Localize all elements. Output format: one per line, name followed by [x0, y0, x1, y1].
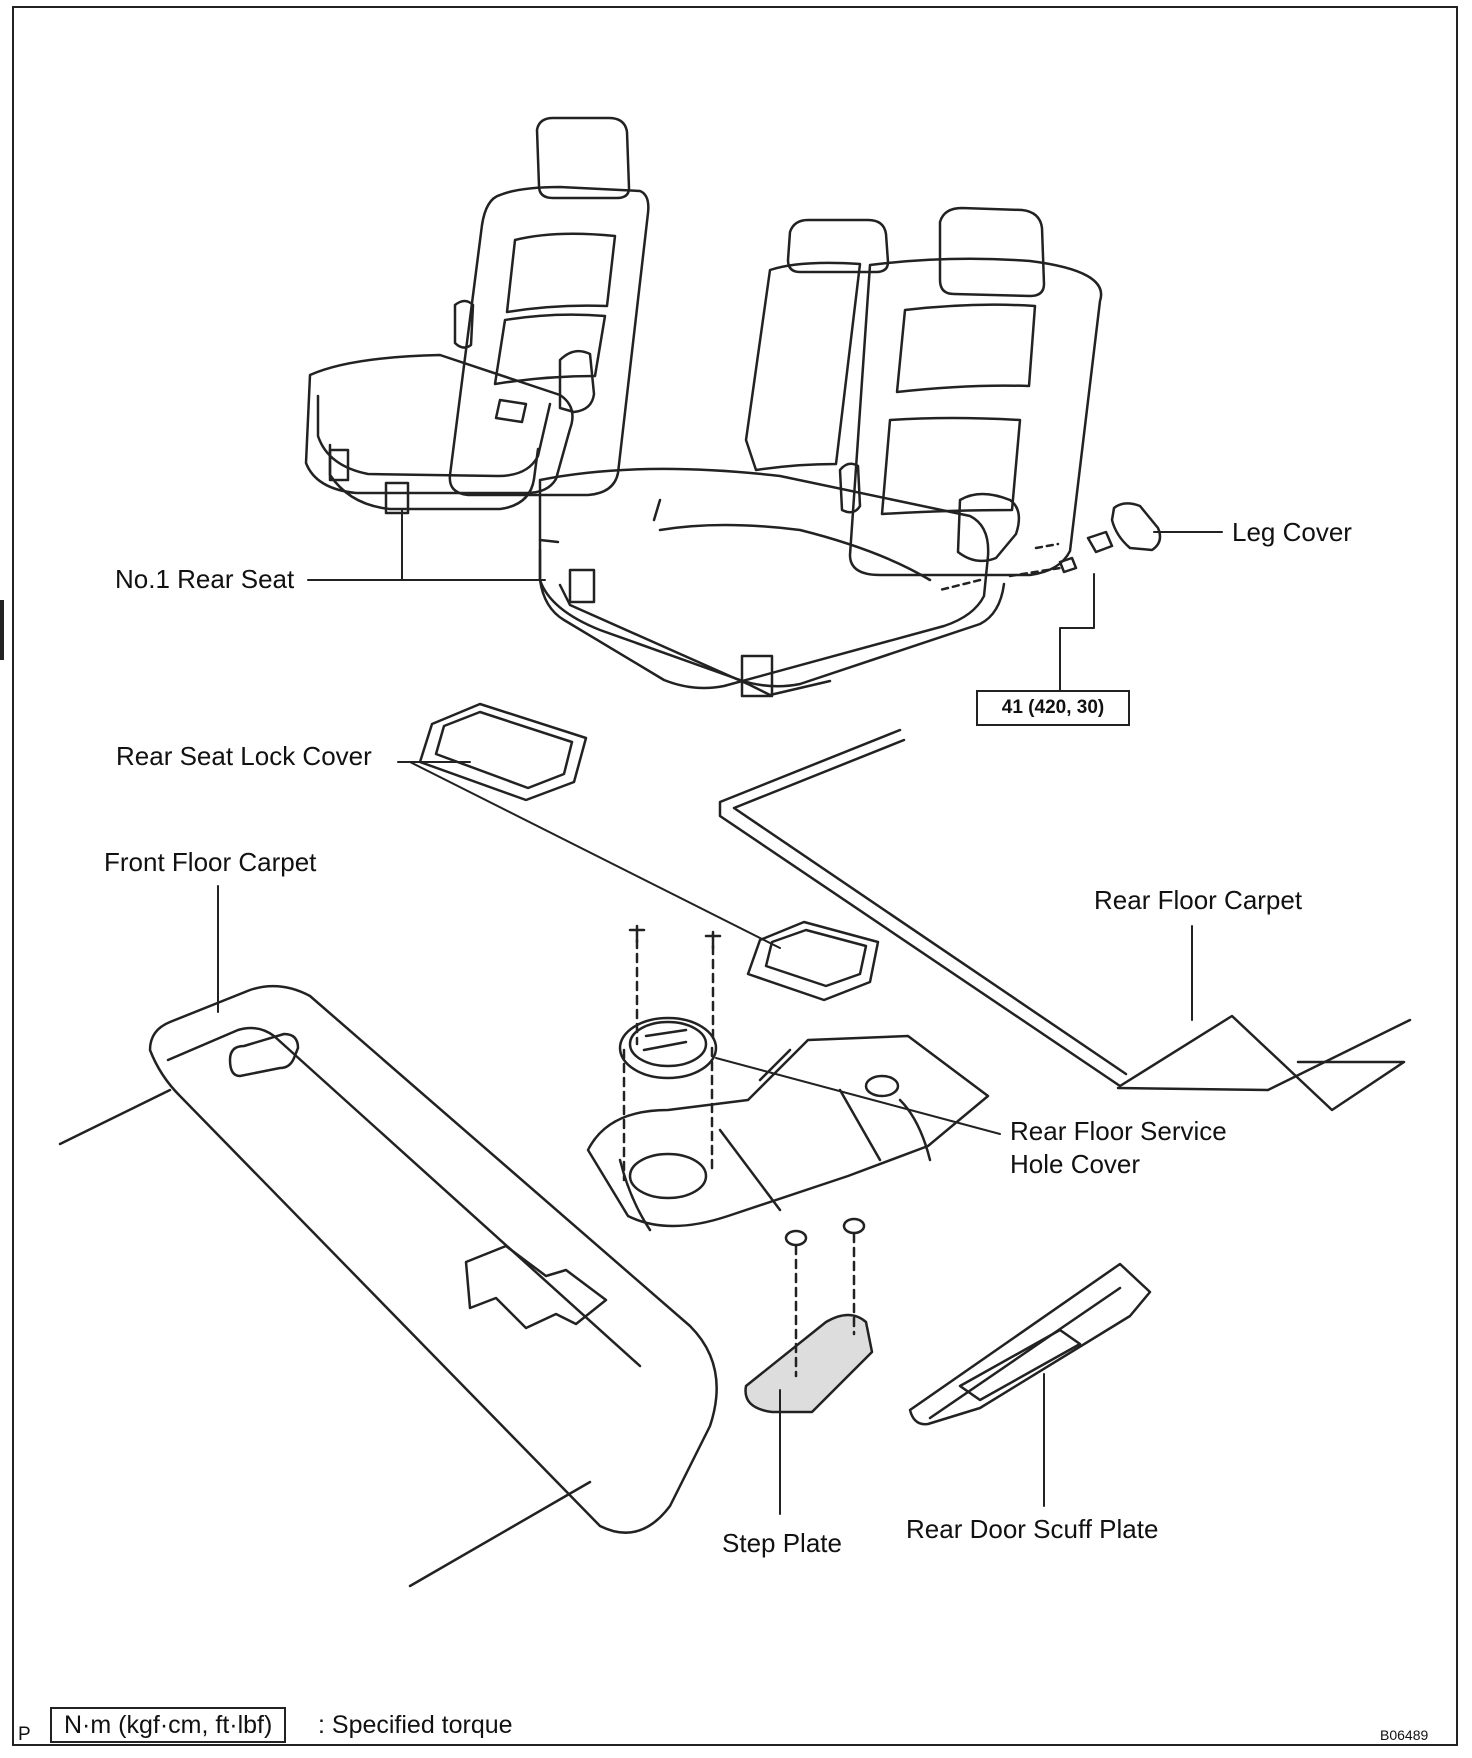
rear-floor-carpet-label: Rear Floor Carpet [1094, 885, 1303, 915]
torque-legend-description: : Specified torque [318, 1711, 513, 1739]
torque-spec-box: 41 (420, 30) [976, 690, 1130, 726]
step-plate-drawing [744, 1217, 874, 1414]
rear-seat-lock-cover-label: Rear Seat Lock Cover [116, 741, 372, 771]
rear-seat-lock-cover-drawing [418, 702, 880, 1002]
rear-floor-service-hole-cover-label-line2: Hole Cover [1010, 1149, 1141, 1179]
edge-tab-mark [0, 600, 4, 660]
bench-rear-seat-drawing [538, 206, 1103, 698]
front-floor-carpet-label: Front Floor Carpet [104, 847, 317, 877]
diagram-frame [12, 6, 1458, 1746]
leg-cover-label: Leg Cover [1232, 517, 1352, 547]
rear-floor-carpet-drawing [718, 728, 1412, 1112]
no1-rear-seat-label: No.1 Rear Seat [115, 564, 295, 594]
torque-unit-legend-box: N·m (kgf·cm, ft·lbf) [50, 1707, 287, 1743]
rear-door-scuff-plate-drawing [908, 1262, 1152, 1426]
rear-floor-service-hole-cover-drawing [618, 924, 722, 1200]
rear-floor-service-hole-cover-label-line1: Rear Floor Service [1010, 1116, 1227, 1146]
rear-door-scuff-plate-label: Rear Door Scuff Plate [906, 1514, 1159, 1544]
left-rear-seat-drawing [304, 116, 650, 515]
figure-id: B06489 [1380, 1727, 1429, 1743]
leg-cover-and-bolts-drawing [938, 502, 1162, 592]
leader-lines [217, 509, 1223, 1515]
front-floor-carpet-drawing [58, 984, 718, 1588]
corner-mark: P [18, 1724, 31, 1745]
floor-pan-drawing [586, 1034, 990, 1232]
step-plate-label: Step Plate [722, 1528, 842, 1558]
